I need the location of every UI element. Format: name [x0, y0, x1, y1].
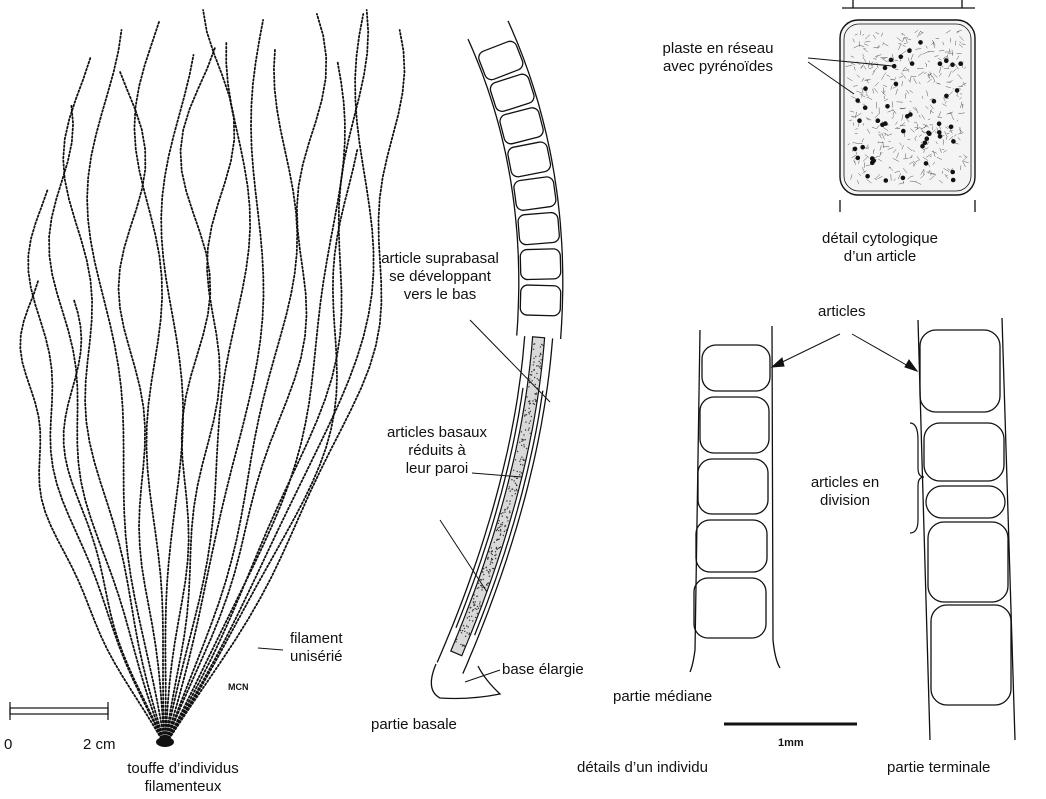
tuft-caption-line2: filamenteux	[127, 778, 238, 796]
filament-pointer	[258, 648, 283, 650]
tuft-caption-line1: touffe d’individus	[127, 760, 238, 778]
author-mark: MCN	[228, 678, 249, 696]
suprabasal-line3: vers le bas	[381, 286, 499, 304]
tuft-caption: touffe d’individus filamenteux	[127, 760, 238, 796]
mm-scale-label: 1mm	[778, 734, 804, 752]
division-line1: articles en	[811, 474, 879, 492]
filament-label-line2: unisérié	[290, 648, 343, 666]
cytology-cell-drawing	[840, 0, 975, 212]
basal-part-drawing	[431, 21, 562, 699]
individual-caption: détails d’un individu	[577, 759, 708, 777]
filament-tuft	[20, 10, 404, 747]
base-label: base élargie	[502, 661, 584, 679]
basal-caption: partie basale	[371, 716, 457, 734]
plaste-line1: plaste en réseau	[663, 40, 774, 58]
suprabasal-label: article suprabasal se développant vers l…	[381, 250, 499, 304]
filament-label-line1: filament	[290, 630, 343, 648]
tuft-scale-bar	[10, 702, 108, 720]
median-part-drawing	[690, 326, 780, 672]
articles-label: articles	[818, 303, 866, 321]
division-line2: division	[811, 492, 879, 510]
cytology-caption-line2: d’un article	[822, 248, 938, 266]
scale-start-label: 0	[4, 736, 12, 754]
cytology-caption-line1: détail cytologique	[822, 230, 938, 248]
basaux-line1: articles basaux	[387, 424, 487, 442]
suprabasal-line1: article suprabasal	[381, 250, 499, 268]
basaux-line2: réduits à	[387, 442, 487, 460]
plaste-line2: avec pyrénoïdes	[663, 58, 774, 76]
scale-end-label: 2 cm	[83, 736, 116, 754]
median-caption: partie médiane	[613, 688, 712, 706]
basaux-line3: leur paroi	[387, 460, 487, 478]
plaste-label: plaste en réseau avec pyrénoïdes	[663, 40, 774, 76]
suprabasal-line2: se développant	[381, 268, 499, 286]
division-label: articles en division	[811, 474, 879, 510]
cytology-caption: détail cytologique d’un article	[822, 230, 938, 266]
articles-pointers	[772, 334, 917, 371]
filament-label: filament unisérié	[290, 630, 343, 666]
basaux-label: articles basaux réduits à leur paroi	[387, 424, 487, 478]
terminal-part-drawing	[918, 318, 1015, 740]
terminal-caption: partie terminale	[887, 759, 990, 777]
